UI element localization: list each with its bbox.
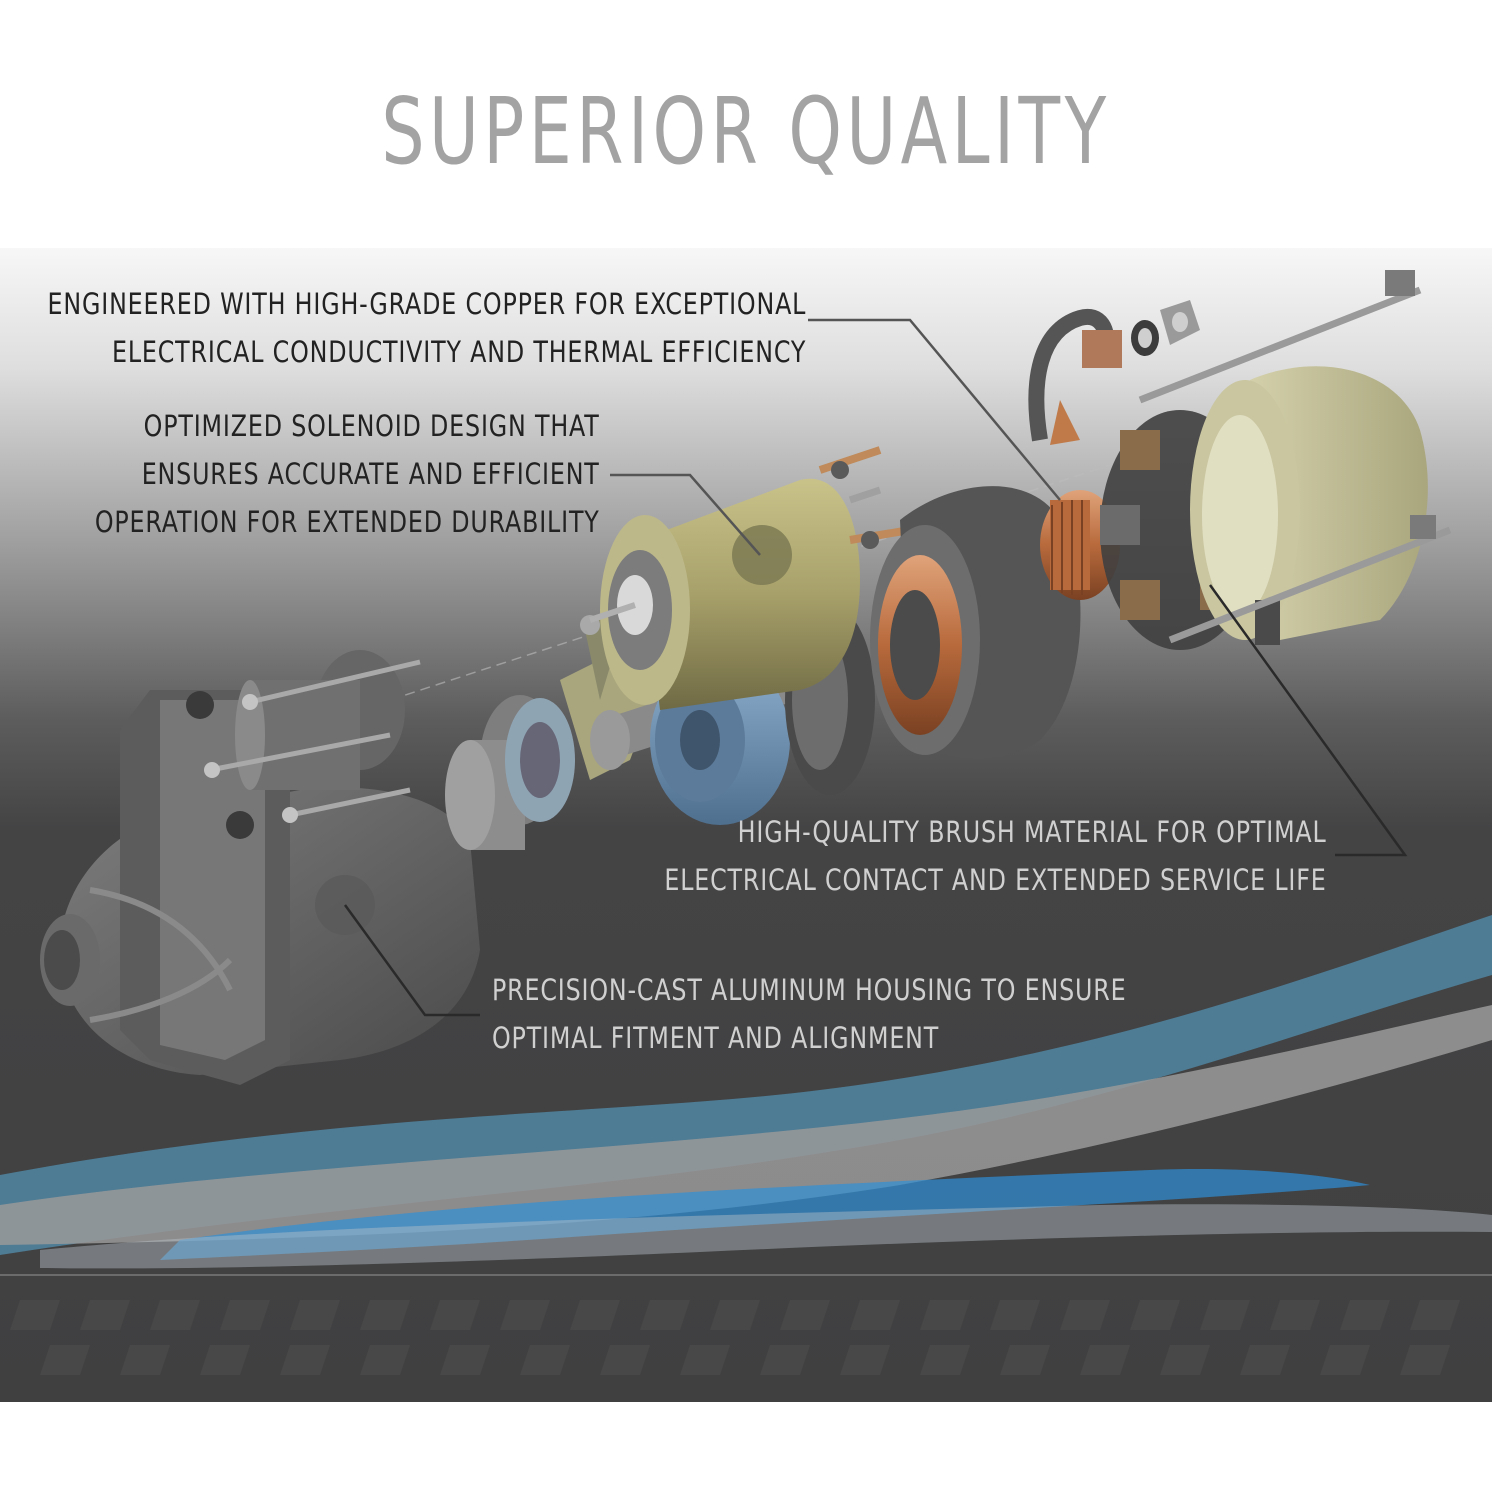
brush-leader-line xyxy=(1208,584,1408,857)
grey-swoosh xyxy=(0,1005,1492,1245)
callout-housing: PRECISION-CAST ALUMINUM HOUSING TO ENSUR… xyxy=(492,966,1126,1062)
solenoid xyxy=(589,446,911,710)
callout-solenoid-line2: ENSURES ACCURATE AND EFFICIENT xyxy=(142,457,601,491)
callout-brush-line2: ELECTRICAL CONTACT AND EXTENDED SERVICE … xyxy=(664,863,1327,897)
housing-leader-line xyxy=(343,904,480,1017)
aluminum-drive-housing xyxy=(40,650,480,1085)
pale-brush-stroke xyxy=(40,1204,1492,1269)
callout-copper-line1: ENGINEERED WITH HIGH-GRADE COPPER FOR EX… xyxy=(47,287,806,321)
callout-solenoid-line1: OPTIMIZED SOLENOID DESIGN THAT xyxy=(144,409,600,443)
callout-brush: HIGH-QUALITY BRUSH MATERIAL FOR OPTIMAL … xyxy=(665,808,1327,904)
solenoid-leader-line xyxy=(610,473,761,556)
copper-leader-line xyxy=(808,318,1061,501)
callout-copper: ENGINEERED WITH HIGH-GRADE COPPER FOR EX… xyxy=(47,280,806,376)
callout-housing-line1: PRECISION-CAST ALUMINUM HOUSING TO ENSUR… xyxy=(492,973,1127,1007)
page-title: SUPERIOR QUALITY xyxy=(381,78,1111,185)
bright-blue-brush-stroke xyxy=(160,1169,1370,1260)
leader-lines xyxy=(343,318,1408,1017)
callout-solenoid-line3: OPERATION FOR EXTENDED DURABILITY xyxy=(95,505,600,539)
callout-brush-line1: HIGH-QUALITY BRUSH MATERIAL FOR OPTIMAL xyxy=(738,815,1327,849)
pinion-and-bearing xyxy=(445,695,575,850)
callout-solenoid: OPTIMIZED SOLENOID DESIGN THAT ENSURES A… xyxy=(95,402,600,546)
through-bolts xyxy=(1138,270,1452,644)
decorative-swooshes xyxy=(0,915,1492,1375)
callout-housing-line2: OPTIMAL FITMENT AND ALIGNMENT xyxy=(492,1021,940,1055)
terminal-hardware xyxy=(1028,300,1200,445)
tire-tread-pattern xyxy=(10,1300,1460,1375)
commutator-end-cap xyxy=(1190,366,1428,645)
callout-copper-line2: ELECTRICAL CONDUCTIVITY AND THERMAL EFFI… xyxy=(111,335,806,369)
field-frame xyxy=(870,486,1081,759)
